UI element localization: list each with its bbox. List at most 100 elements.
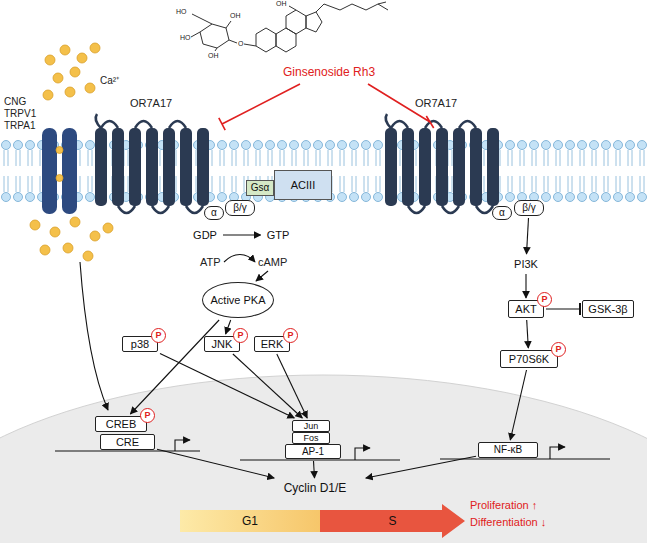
node-text: β/γ (233, 203, 247, 213)
node-text: p38 (131, 339, 149, 350)
node-text: AKT (515, 304, 536, 315)
node-text: PI3K (514, 259, 538, 270)
node-text: Fos (303, 434, 318, 443)
node-text: ACIII (291, 180, 315, 191)
inhibition-lines (219, 84, 434, 130)
node-text: β/γ (522, 203, 536, 213)
phospho-badge: P (151, 328, 166, 343)
protein-box: AKTP (508, 300, 544, 318)
atom-label: HO (176, 8, 187, 15)
node-text: G1 (242, 515, 258, 527)
node-text: P (287, 331, 293, 340)
atom-label: HO (180, 34, 191, 41)
atom-label: O (238, 40, 243, 47)
channel-name: TRPA1 (4, 121, 36, 131)
activation-arrow (226, 320, 231, 334)
phase-band: G1 (180, 510, 320, 532)
compound-name: Ginsenoside Rh3 (283, 66, 375, 78)
node-text: JNK (212, 339, 233, 350)
node-text: NF-κB (494, 445, 522, 455)
molecule-label: GDP (189, 228, 221, 242)
molecule-label: Cyclin D1/E (266, 480, 364, 496)
ion-label: Ca²⁺ (100, 76, 119, 86)
phase-arrow: S (320, 504, 465, 538)
protein-box: Jun (292, 420, 330, 432)
subunit-box: β/γ (514, 200, 544, 216)
molecule-label: PI3K (506, 256, 546, 272)
protein-box: CREBP (95, 416, 147, 432)
activation-arrow (525, 274, 526, 298)
outcome-note: Proliferation ↑ (470, 500, 537, 511)
node-text: P (144, 411, 150, 420)
node-text: S (388, 515, 396, 527)
node-text: Jun (304, 422, 319, 431)
node-text: GDP (193, 230, 217, 241)
node-text: Gsα (251, 183, 270, 193)
activation-arrow (157, 449, 274, 478)
inhibition-connector (546, 308, 580, 309)
activation-arrow (366, 456, 476, 478)
channel-name: CNG (4, 97, 26, 107)
node-text: Active PKA (210, 295, 265, 306)
node-text: P (237, 331, 243, 340)
protein-box: AP-1 (285, 444, 341, 459)
protein-box: ERKP (254, 336, 290, 352)
outcome-note: Differentiation ↓ (470, 517, 546, 528)
phospho-badge: P (537, 292, 552, 307)
g-protein-box: Gsα (246, 180, 274, 196)
enzyme-box: ACIII (274, 170, 332, 200)
node-text: CRE (116, 437, 139, 448)
node-text: AP-1 (302, 447, 324, 457)
node-text: α (211, 208, 217, 218)
node-text: P (155, 331, 161, 340)
subunit-box: α (492, 206, 512, 220)
molecule-label: cAMP (258, 257, 287, 268)
activation-arrow (527, 218, 529, 254)
receptor-helices (95, 114, 499, 213)
node-text: α (499, 208, 505, 218)
activation-arrow (314, 461, 315, 478)
node-text: P (541, 295, 547, 304)
activation-arrow (223, 234, 261, 235)
node-text: GTP (267, 230, 290, 241)
phospho-badge: P (140, 408, 155, 423)
protein-box: p38P (122, 336, 158, 352)
protein-box: GSK-3β (582, 300, 634, 318)
subunit-box: β/γ (225, 200, 255, 216)
phospho-badge: P (551, 342, 566, 357)
ion-channel (42, 128, 77, 214)
ginsenoside-structure (191, 2, 388, 52)
protein-box: Fos (292, 432, 330, 444)
phospho-badge: P (283, 328, 298, 343)
node-text: ERK (261, 339, 284, 350)
node-text: CREB (106, 419, 137, 430)
atom-label: OH (230, 12, 241, 19)
node-text: Cyclin D1/E (284, 482, 347, 494)
activation-arrow (510, 370, 526, 440)
receptor-name: OR7A17 (130, 98, 172, 109)
atom-label: OH (276, 0, 287, 7)
channel-name: TRPV1 (4, 109, 36, 119)
activation-arrow (130, 320, 219, 414)
activation-arrow (527, 320, 529, 348)
subunit-box: α (204, 206, 224, 220)
protein-box: JNKP (204, 336, 240, 352)
phospho-badge: P (233, 328, 248, 343)
receptor-name: OR7A17 (415, 98, 457, 109)
pathway-arrows (80, 255, 268, 411)
atom-label: OH (208, 52, 219, 59)
activation-arrow (277, 354, 307, 418)
molecule-label: GTP (263, 228, 294, 242)
protein-box: CRE (100, 434, 155, 450)
node-text: P70S6K (509, 354, 549, 365)
protein-box: NF-κB (478, 442, 538, 458)
node-text: P (555, 345, 561, 354)
activation-arrow (160, 354, 294, 418)
protein-box: P70S6KP (500, 350, 558, 368)
nucleus (0, 375, 647, 543)
kinase-ellipse: Active PKA (202, 282, 274, 318)
molecule-label: ATP (200, 257, 221, 268)
node-text: GSK-3β (588, 304, 627, 315)
